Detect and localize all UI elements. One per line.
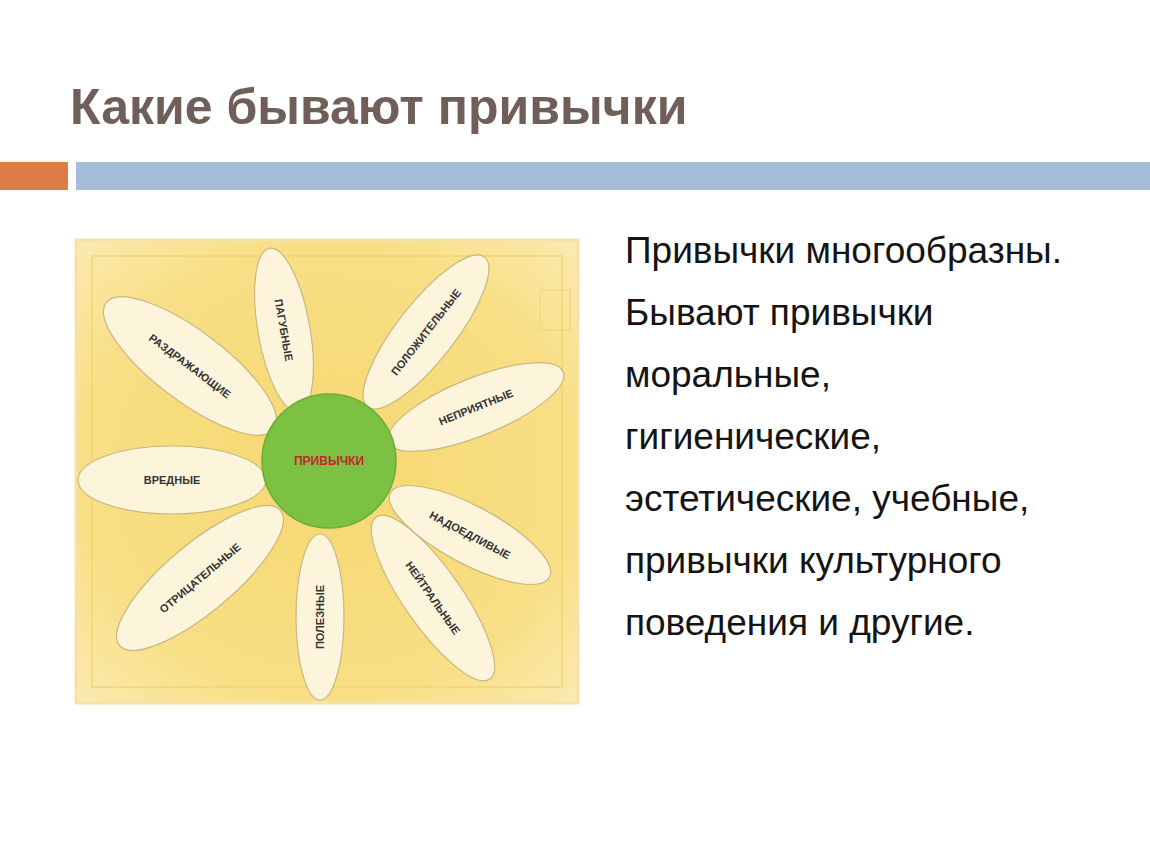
petal-label: ВРЕДНЫЕ: [144, 474, 201, 486]
title-bar: [76, 162, 1150, 190]
circle-outline: [262, 394, 396, 528]
petal-outline: [352, 500, 513, 695]
petal-outline: [296, 534, 344, 700]
flower-background: [76, 240, 578, 703]
petal-outline: [378, 345, 574, 469]
flower-petal: ВРЕДНЫЕ: [77, 445, 267, 515]
background-detail: [540, 290, 570, 330]
petal-label: ПОЛЕЗНЫЕ: [314, 585, 326, 649]
body-text: Привычки многообразны. Бывают привычки м…: [625, 220, 1070, 654]
accent-bar: [0, 162, 68, 190]
center-circle: ПРИВЫЧКИ: [261, 393, 397, 529]
petal-outline: [78, 446, 266, 514]
center-label: ПРИВЫЧКИ: [294, 454, 364, 468]
slide-title: Какие бывают привычки: [70, 78, 687, 136]
flower-petal: ПОЛЕЗНЫЕ: [295, 533, 345, 701]
petal-outline: [244, 244, 324, 417]
